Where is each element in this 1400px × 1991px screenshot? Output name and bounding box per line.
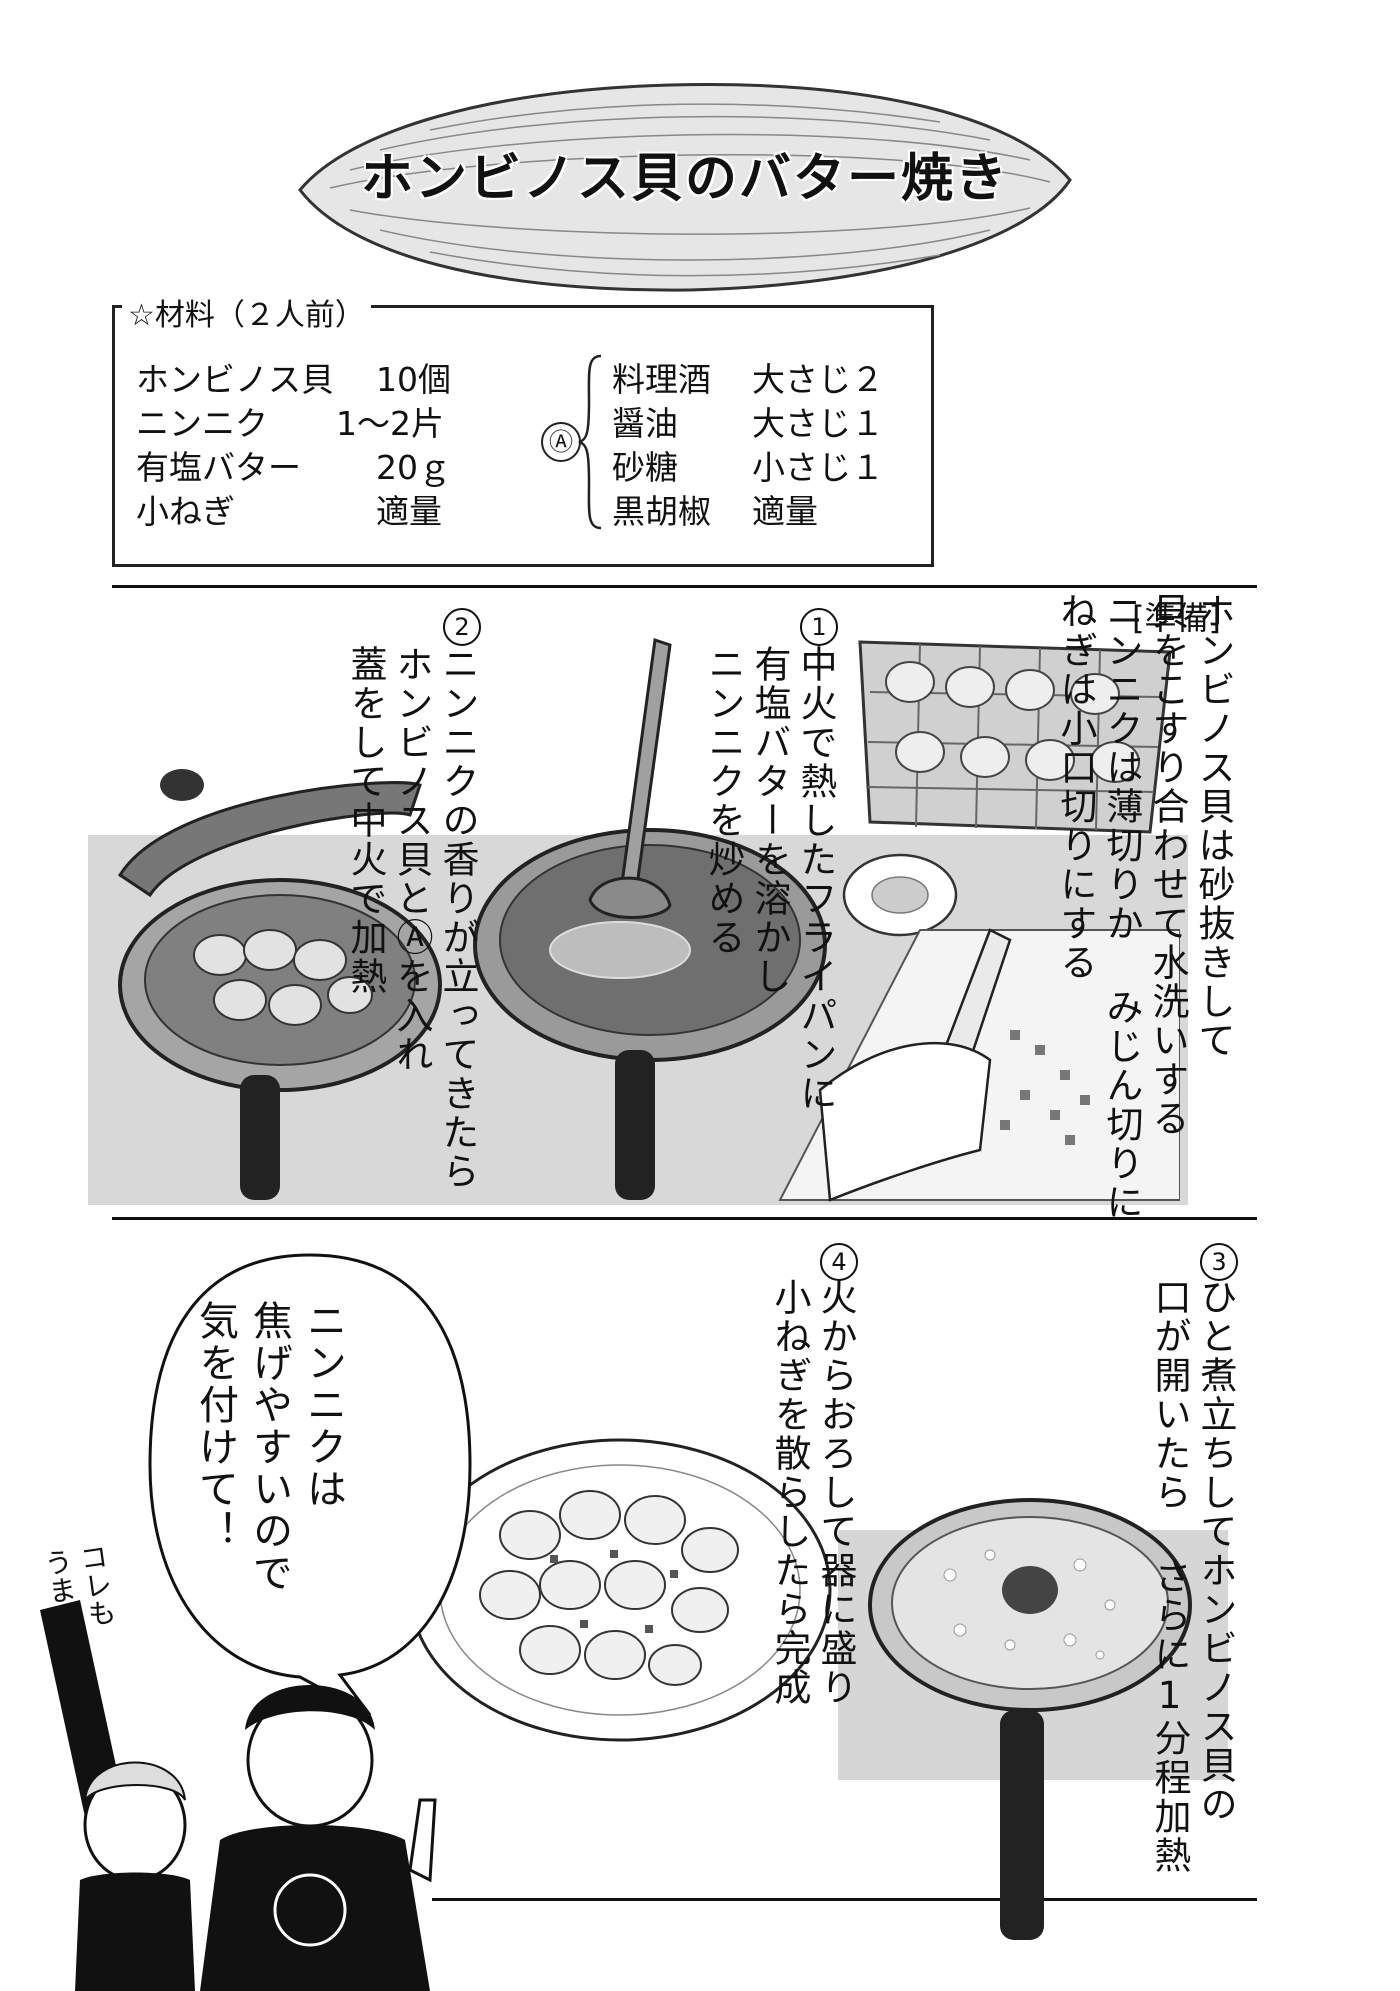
step-2-text: ニンニクの香りが立ってきたら ホンビノス貝とⒶを入れ 蓋をして中火で加熱 (342, 645, 480, 1191)
prep-line: ホンビノス貝は砂抜きして (1192, 592, 1235, 1060)
ingredient-name: 醤油 (612, 404, 678, 443)
ingredient-name: ニンニク (136, 404, 268, 443)
step-2-number: 2 (443, 608, 481, 646)
ingredient-row: ホンビノス貝 10個 (136, 358, 451, 402)
plated-clams-illustration (408, 1438, 832, 1742)
step-line: 有塩バターを溶かし (748, 645, 791, 996)
step-3-number: 3 (1200, 1243, 1238, 1281)
bubble-line: ニンニクは (300, 1300, 346, 1510)
step-line: ホンビノス貝とⒶを入れ (390, 645, 433, 1074)
group-brace-icon (578, 354, 602, 530)
prep-block: ホンビノス貝は砂抜きして 貝をこすり合わせて水洗いする ニンニクは薄切りか みじ… (1052, 592, 1236, 1222)
step-4-number: 4 (820, 1243, 858, 1281)
prep-line: ニンニクは薄切りか みじん切りに (1100, 592, 1143, 1222)
step-3-number-wrap: 3 (1200, 1243, 1238, 1281)
ingredient-name: 黒胡椒 (612, 492, 711, 531)
step-line: ニンニクを炒める (702, 645, 745, 957)
recipe-title: ホンビノス貝のバター焼き (360, 149, 1009, 209)
step-line: 中火で熱したフライパンに (794, 645, 837, 1113)
ingredient-row: ニンニク 1～2片 (136, 402, 451, 446)
ingredient-name: 有塩バター (136, 448, 301, 487)
ingredients-box (112, 305, 934, 567)
ingredient-qty: 10個 (376, 360, 451, 399)
step-line: 蓋をして中火で加熱 (344, 645, 387, 996)
ingredient-name: 料理酒 (612, 360, 711, 399)
garlic-plate-illustration (842, 853, 958, 937)
panel-divider-bottom (432, 1898, 1257, 1901)
ingredient-qty: 適量 (376, 492, 442, 531)
prep-label: [準備] (1132, 599, 1221, 637)
step-4-number-wrap: 4 (820, 1243, 858, 1281)
pan-with-spatula-illustration (473, 638, 827, 1200)
ingredient-qty: 小さじ１ (752, 448, 884, 487)
ingredient-qty: 大さじ２ (752, 360, 884, 399)
step-3-text: ひと煮立ちしてホンビノス貝の 口が開いたら さらに1分程加熱 (1146, 1278, 1238, 1875)
characters-illustration (40, 1600, 437, 1991)
step-1-number-wrap: 1 (800, 608, 838, 646)
ingredient-row: 有塩バター 20ｇ (136, 446, 451, 490)
cutting-board-knife-illustration (778, 928, 1180, 1202)
ingredients-group-list: 料理酒 大さじ２ 醤油 大さじ１ 砂糖 小さじ１ 黒胡椒 適量 (612, 358, 884, 534)
step-1-text: 中火で熱したフライパンに 有塩バターを溶かし ニンニクを炒める (700, 645, 838, 1113)
step-4-text: 火からおろして器に盛り 小ねぎを散らしたら完成 (766, 1278, 858, 1707)
ingredient-row: 小ねぎ 適量 (136, 490, 451, 534)
step-line: ひと煮立ちしてホンビノス貝の (1194, 1278, 1237, 1824)
pan-with-lid-illustration (117, 769, 442, 1200)
panel-divider-middle (112, 1217, 1257, 1220)
ingredient-row: 砂糖 小さじ１ (612, 446, 884, 490)
step-line: 小ねぎを散らしたら完成 (768, 1278, 811, 1707)
panel-divider-top (112, 585, 1257, 588)
ingredient-qty: 20ｇ (376, 448, 451, 487)
ingredient-name: 砂糖 (612, 448, 678, 487)
ingredient-row: 料理酒 大さじ２ (612, 358, 884, 402)
ingredient-row: 黒胡椒 適量 (612, 490, 884, 534)
ingredient-qty: 大さじ１ (752, 404, 884, 443)
step-2-number-wrap: 2 (443, 608, 481, 646)
ingredient-row: 醤油 大さじ１ (612, 402, 884, 446)
step-line: ニンニクの香りが立ってきたら (436, 645, 479, 1191)
boiling-pan-with-lid-illustration (868, 1498, 1192, 1940)
step-line: 口が開いたら さらに1分程加熱 (1148, 1278, 1191, 1875)
clam-tray-illustration (858, 640, 1172, 834)
step-line: 火からおろして器に盛り (814, 1278, 857, 1707)
ingredient-name: 小ねぎ (136, 492, 235, 531)
title-clam-shell-illustration (298, 83, 1072, 292)
ingredients-heading: ☆材料（２人前） (122, 290, 371, 334)
bubble-line: 気を付けて！ (192, 1300, 238, 1552)
prep-line: 貝をこすり合わせて水洗いする (1146, 592, 1189, 1138)
bubble-line: 焦げやすいので (246, 1300, 292, 1594)
speech-bubble-text: ニンニクは 焦げやすいので 気を付けて！ (188, 1300, 350, 1594)
ingredient-qty: 1～2片 (336, 404, 444, 443)
prep-line: ねぎは小口切りにする (1054, 592, 1097, 982)
ingredients-main-list: ホンビノス貝 10個 ニンニク 1～2片 有塩バター 20ｇ 小ねぎ 適量 (136, 358, 451, 534)
ingredient-name: ホンビノス貝 (136, 360, 334, 399)
group-a-mark: Ⓐ (541, 422, 581, 462)
ingredient-qty: 適量 (752, 492, 818, 531)
step-1-number: 1 (800, 608, 838, 646)
